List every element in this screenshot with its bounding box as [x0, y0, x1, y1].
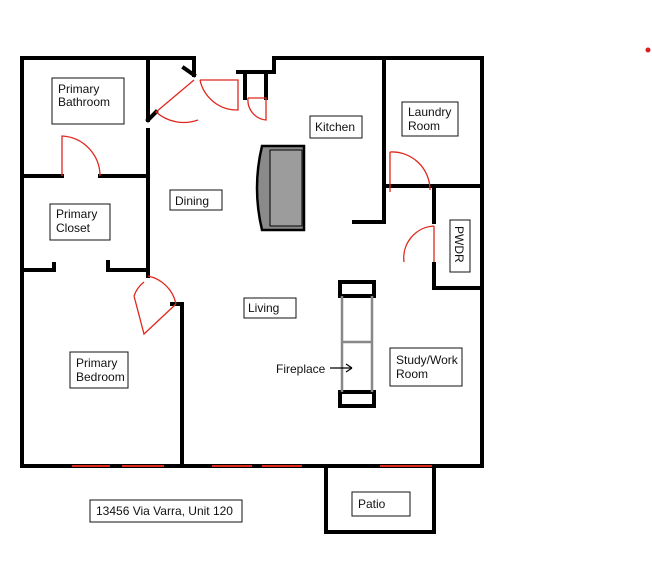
- fireplace-unit: [338, 280, 376, 408]
- label-dining: Dining: [169, 189, 223, 211]
- svg-text:Study/Work: Study/Work: [396, 353, 459, 367]
- label-kitchen: Kitchen: [309, 115, 363, 139]
- svg-text:13456 Via Varra, Unit 120: 13456 Via Varra, Unit 120: [96, 504, 233, 518]
- svg-text:Patio: Patio: [358, 497, 386, 511]
- marker-dot: [645, 47, 651, 53]
- svg-text:Primary: Primary: [58, 82, 99, 96]
- svg-text:Bedroom: Bedroom: [76, 370, 125, 384]
- fireplace-arrow-icon: [330, 363, 353, 373]
- svg-text:Room: Room: [396, 367, 428, 381]
- label-laundry-room: Laundry Room: [401, 101, 459, 137]
- label-study-room: Study/Work Room: [389, 347, 463, 387]
- svg-text:PWDR: PWDR: [452, 226, 466, 263]
- label-primary-bedroom: Primary Bedroom: [69, 351, 129, 389]
- svg-text:Living: Living: [248, 301, 279, 315]
- svg-text:Room: Room: [408, 119, 440, 133]
- label-living: Living: [243, 297, 297, 319]
- svg-text:Kitchen: Kitchen: [315, 120, 355, 134]
- svg-text:Closet: Closet: [56, 221, 91, 235]
- label-fireplace: Fireplace: [276, 362, 326, 376]
- label-pwdr: PWDR: [449, 219, 471, 273]
- label-primary-bathroom: Primary Bathroom: [51, 77, 125, 125]
- address-label: 13456 Via Varra, Unit 120: [89, 499, 243, 523]
- patio-walls: [324, 464, 436, 534]
- svg-text:Bathroom: Bathroom: [58, 95, 110, 109]
- label-patio: Patio: [351, 491, 411, 517]
- kitchen-island: [255, 144, 306, 232]
- doors: [61, 79, 435, 336]
- interior-walls: [20, 56, 484, 468]
- label-primary-closet: Primary Closet: [49, 203, 111, 241]
- exterior-walls: [20, 56, 484, 468]
- svg-text:Dining: Dining: [175, 194, 209, 208]
- svg-text:Primary: Primary: [56, 207, 97, 221]
- svg-text:Primary: Primary: [76, 356, 117, 370]
- svg-text:Laundry: Laundry: [408, 105, 451, 119]
